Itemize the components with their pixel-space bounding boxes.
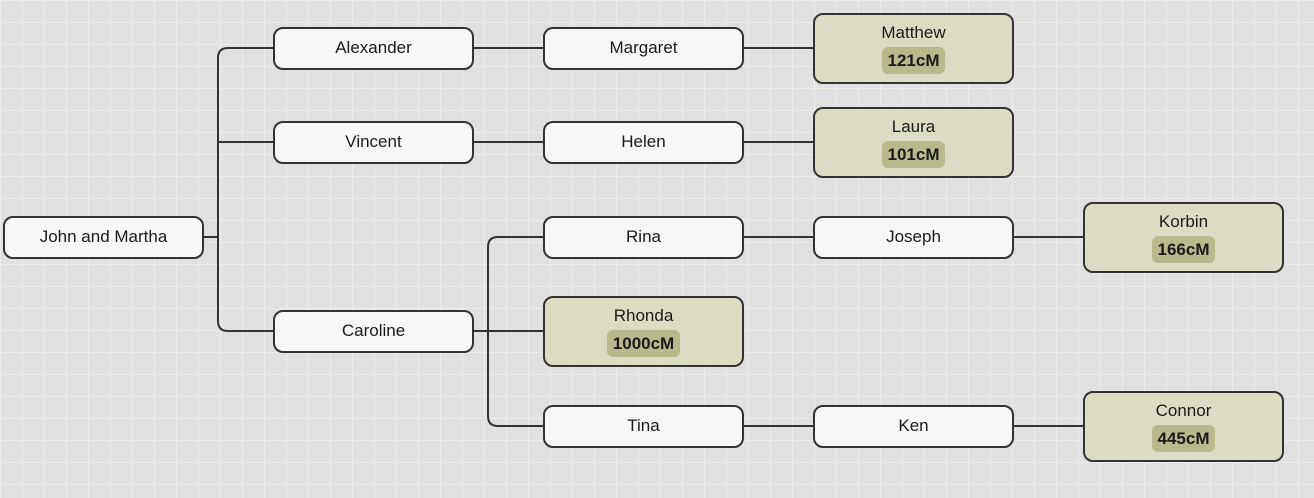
centimorgan-badge: 121cM xyxy=(881,46,946,74)
person-node-rina[interactable]: Rina xyxy=(543,215,744,259)
person-node-korbin[interactable]: Korbin 166cM xyxy=(1083,201,1284,273)
centimorgan-badge: 166cM xyxy=(1151,235,1216,263)
centimorgan-badge: 1000cM xyxy=(606,329,681,357)
person-name: Alexander xyxy=(335,38,412,57)
person-node-matthew[interactable]: Matthew 121cM xyxy=(813,12,1014,84)
centimorgan-badge: 445cM xyxy=(1151,424,1216,452)
person-name: Vincent xyxy=(345,132,402,151)
person-node-alexander[interactable]: Alexander xyxy=(273,26,474,70)
person-node-laura[interactable]: Laura 101cM xyxy=(813,106,1014,178)
person-node-ken[interactable]: Ken xyxy=(813,404,1014,448)
connector-bus-john-and-martha xyxy=(217,47,273,332)
person-name: Laura xyxy=(891,116,936,136)
person-node-tina[interactable]: Tina xyxy=(543,404,744,448)
person-node-helen[interactable]: Helen xyxy=(543,120,744,164)
person-node-vincent[interactable]: Vincent xyxy=(273,120,474,164)
person-node-margaret[interactable]: Margaret xyxy=(543,26,744,70)
person-name: Rina xyxy=(626,227,661,246)
person-name: Ken xyxy=(898,416,929,435)
person-name: Connor xyxy=(1155,400,1212,420)
person-node-connor[interactable]: Connor 445cM xyxy=(1083,390,1284,462)
person-name: Caroline xyxy=(341,321,406,340)
person-name: Margaret xyxy=(609,38,678,57)
centimorgan-badge: 101cM xyxy=(881,140,946,168)
person-node-rhonda[interactable]: Rhonda 1000cM xyxy=(543,295,744,367)
person-node-caroline[interactable]: Caroline xyxy=(273,309,474,353)
person-name: Helen xyxy=(621,132,666,151)
person-node-john-and-martha[interactable]: John and Martha xyxy=(3,215,204,259)
person-name: John and Martha xyxy=(39,227,168,246)
person-node-joseph[interactable]: Joseph xyxy=(813,215,1014,259)
person-name: Rhonda xyxy=(613,305,674,325)
person-name: Joseph xyxy=(886,227,941,246)
person-name: Korbin xyxy=(1158,211,1209,231)
person-name: Tina xyxy=(627,416,660,435)
person-name: Matthew xyxy=(881,22,946,42)
